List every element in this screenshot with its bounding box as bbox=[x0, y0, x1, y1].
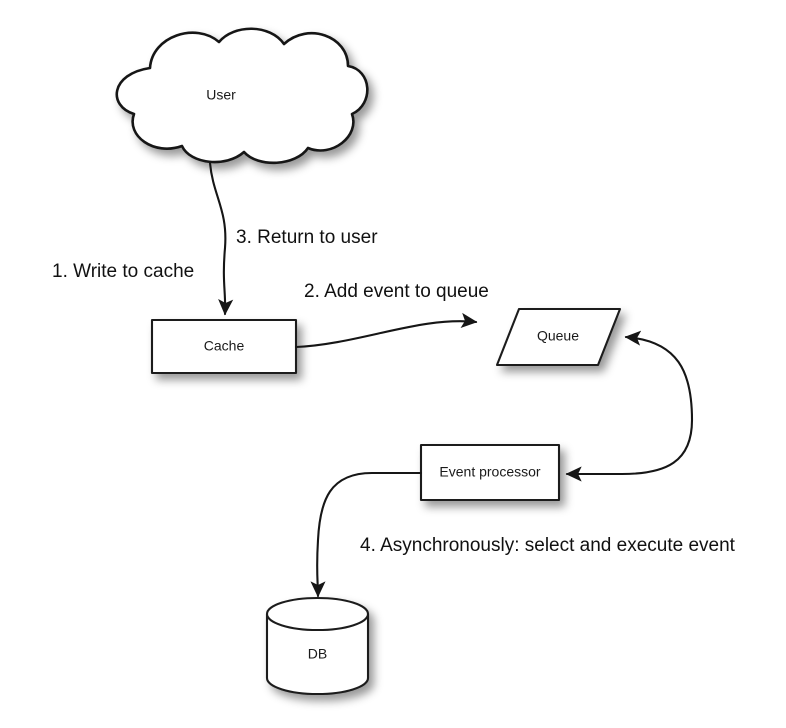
node-queue[interactable]: Queue bbox=[495, 307, 622, 367]
node-event-processor-label: Event processor bbox=[439, 464, 540, 480]
edge-user-to-cache bbox=[208, 161, 234, 316]
edge-processor-to-db bbox=[310, 471, 423, 598]
step-label-1: 1. Write to cache bbox=[52, 261, 194, 282]
node-user[interactable]: User bbox=[115, 27, 369, 165]
node-user-label: User bbox=[206, 87, 236, 103]
node-queue-label: Queue bbox=[537, 328, 579, 344]
node-db[interactable]: DB bbox=[265, 596, 370, 696]
node-cache-label: Cache bbox=[204, 338, 245, 354]
node-event-processor[interactable]: Event processor bbox=[419, 443, 561, 502]
step-label-2: 2. Add event to queue bbox=[304, 281, 489, 302]
edge-cache-to-queue bbox=[294, 312, 478, 349]
edge-queue-processor-loop bbox=[565, 330, 694, 482]
step-label-3: 3. Return to user bbox=[236, 227, 378, 248]
node-db-label: DB bbox=[308, 646, 327, 662]
step-label-4: 4. Asynchronously: select and execute ev… bbox=[360, 535, 736, 556]
node-cache[interactable]: Cache bbox=[150, 318, 298, 375]
